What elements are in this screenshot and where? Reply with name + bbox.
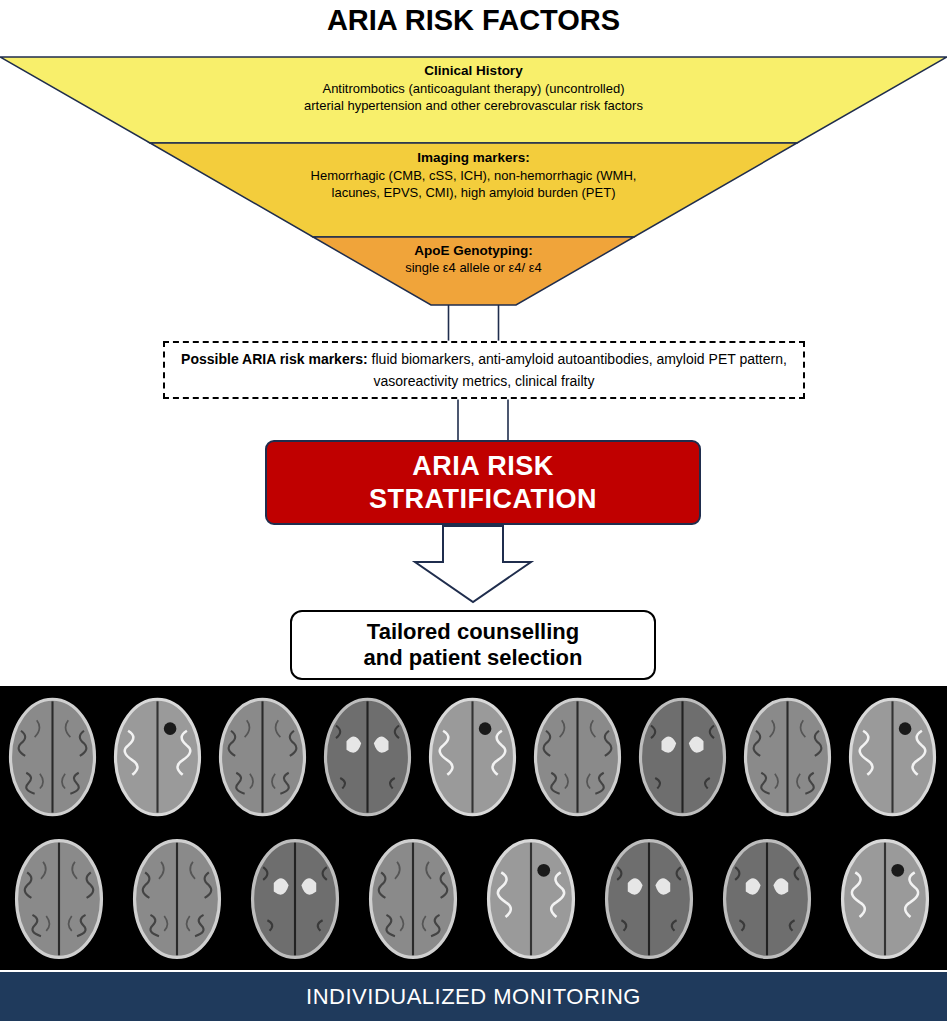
- connector: [458, 399, 508, 440]
- footer-band: INDIVIDUALIZED MONITORING: [0, 972, 947, 1021]
- text-group: Clinical HistoryAntitrombotics (anticoag…: [194, 57, 754, 115]
- text-group: ApoE Genotyping: single ε4 allele or ε4/ …: [394, 237, 554, 276]
- node-text: fluid biomarkers, anti-amyloid autoantib…: [372, 351, 787, 389]
- band-fill: [313, 237, 634, 305]
- pipe-line: [457, 399, 459, 440]
- hollow-arrow: [415, 526, 531, 602]
- node-text: INDIVIDUALIZED MONITORING: [24, 984, 924, 1010]
- node-heading: Imaging markers:: [274, 150, 674, 165]
- node-text: Antitrombotics (anticoagulant therapy) (…: [194, 81, 754, 115]
- funnel-band: ApoE Genotyping: single ε4 allele or ε4/ …: [313, 237, 634, 305]
- text-group: Possible ARIA risk markers:fluid biomark…: [179, 348, 789, 393]
- text-group: INDIVIDUALIZED MONITORING: [24, 984, 924, 1010]
- node-text: Hemorrhagic (CMB, cSS, ICH), non-hemorrh…: [274, 168, 674, 202]
- node-heading: ApoE Genotyping:: [394, 243, 554, 258]
- text-group: Imaging markers: Hemorrhagic (CMB, cSS, I…: [274, 143, 674, 202]
- text-group: ARIA RISK STRATIFICATION: [343, 450, 623, 515]
- process-box: Tailored counselling and patient selecti…: [290, 610, 656, 680]
- funnel-band: Imaging markers: Hemorrhagic (CMB, cSS, I…: [150, 143, 797, 237]
- node-heading: Clinical History: [194, 63, 754, 78]
- pipe-line: [448, 305, 450, 341]
- node-text: single ε4 allele or ε4/ ε4: [394, 260, 554, 276]
- band-fill: [0, 57, 947, 143]
- funnel-band: Clinical HistoryAntitrombotics (anticoag…: [0, 57, 947, 143]
- dashed-box: Possible ARIA risk markers:fluid biomark…: [163, 341, 805, 400]
- node-text: ARIA RISK STRATIFICATION: [343, 450, 623, 515]
- pipe-line: [498, 305, 500, 341]
- node-text: Tailored counselling and patient selecti…: [313, 619, 633, 672]
- band-fill: [150, 143, 797, 237]
- connector: [415, 526, 531, 602]
- connector: [449, 305, 499, 341]
- pipe-line: [507, 399, 509, 440]
- diagram-title: ARIA RISK FACTORS: [0, 4, 947, 37]
- text-group: Tailored counselling and patient selecti…: [313, 619, 633, 672]
- node-heading: Possible ARIA risk markers:: [181, 351, 368, 367]
- process-box: ARIA RISK STRATIFICATION: [265, 440, 701, 525]
